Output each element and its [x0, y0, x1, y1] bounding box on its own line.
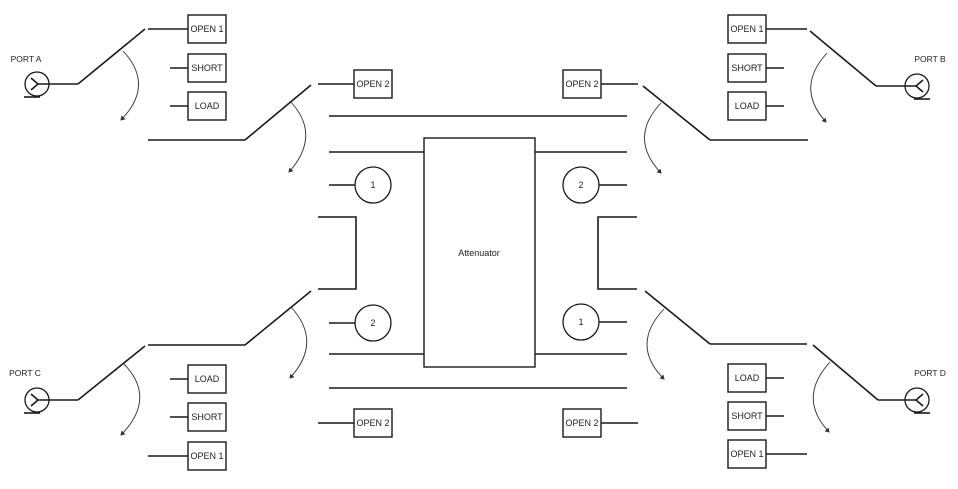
port-d-label: PORT D	[914, 368, 946, 378]
bottom-left-inner-arc-icon	[289, 306, 308, 379]
top-left-load-box[interactable]	[187, 91, 227, 121]
right-bracket	[597, 216, 637, 290]
node-left-top[interactable]: 1	[329, 166, 392, 204]
top-right-inner-switch: OPEN 2	[562, 69, 808, 174]
bottom-right-open2-label: OPEN 2	[565, 418, 598, 428]
port-b-label: PORT B	[914, 54, 946, 64]
port-c-group: PORT C	[9, 345, 146, 436]
port-d-switch-blade[interactable]	[812, 344, 879, 401]
center-lines	[318, 115, 637, 389]
port-a-switch-arc-icon	[120, 50, 139, 121]
svg-text:1: 1	[370, 180, 375, 190]
bottom-left-short-label: SHORT	[191, 412, 223, 422]
top-left-inner-switch-blade[interactable]	[244, 84, 312, 141]
svg-text:2: 2	[578, 180, 583, 190]
port-d-switch-arc-icon	[812, 361, 831, 433]
bottom-right-inner-switch-blade[interactable]	[644, 290, 711, 345]
bottom-right-terminations: LOAD SHORT OPEN 1	[727, 363, 807, 469]
port-c-switch-blade[interactable]	[77, 345, 146, 401]
bottom-left-open2-label: OPEN 2	[356, 418, 389, 428]
bottom-left-open1-label: OPEN 1	[190, 451, 223, 461]
svg-text:2: 2	[370, 318, 375, 328]
bottom-right-inner-switch: OPEN 2	[562, 290, 807, 438]
top-right-open1-label: OPEN 1	[730, 24, 763, 34]
node-left-bottom[interactable]: 2	[329, 304, 392, 342]
top-left-terminations: OPEN 1 SHORT LOAD	[148, 14, 227, 121]
top-right-inner-switch-blade[interactable]	[642, 85, 711, 141]
left-bracket	[318, 216, 357, 290]
attenuator-block[interactable]: Attenuator	[423, 137, 536, 368]
bottom-left-inner-switch-blade[interactable]	[244, 290, 312, 346]
port-c-label: PORT C	[9, 368, 41, 378]
bottom-right-load-label: LOAD	[735, 373, 760, 383]
top-right-open2-box[interactable]	[562, 69, 602, 99]
port-a-switch-blade[interactable]	[77, 28, 146, 85]
svg-text:1: 1	[578, 317, 583, 327]
top-left-open1-label: OPEN 1	[190, 24, 223, 34]
top-left-inner-switch: OPEN 2	[148, 69, 393, 173]
port-b-switch-arc-icon	[810, 52, 828, 123]
port-b-group: PORT B	[809, 30, 946, 123]
bottom-left-short-box[interactable]	[187, 402, 227, 432]
top-right-terminations: OPEN 1 SHORT LOAD	[727, 14, 807, 121]
bottom-right-short-label: SHORT	[731, 411, 763, 421]
top-right-short-label: SHORT	[731, 63, 763, 73]
top-left-open2-label: OPEN 2	[356, 79, 389, 89]
top-left-inner-arc-icon	[288, 100, 307, 173]
node-right-top[interactable]: 2	[562, 166, 627, 204]
port-a-label: PORT A	[11, 54, 42, 64]
port-a-group: PORT A	[11, 28, 146, 121]
top-left-short-label: SHORT	[191, 63, 223, 73]
bottom-left-inner-switch: OPEN 2	[148, 290, 393, 438]
top-left-open1-box[interactable]	[187, 14, 227, 44]
bottom-right-load-box[interactable]	[727, 363, 767, 393]
bottom-left-open1-box[interactable]	[187, 441, 227, 471]
top-right-load-label: LOAD	[735, 101, 760, 111]
bottom-left-terminations: LOAD SHORT OPEN 1	[148, 364, 227, 471]
top-right-load-box[interactable]	[727, 91, 767, 121]
attenuator-label: Attenuator	[458, 248, 500, 258]
bottom-right-open1-label: OPEN 1	[730, 449, 763, 459]
top-left-open2-box[interactable]	[353, 69, 393, 99]
top-left-short-box[interactable]	[187, 53, 227, 83]
bottom-right-inner-arc-icon	[646, 308, 665, 380]
top-right-open2-label: OPEN 2	[565, 79, 598, 89]
bottom-left-load-box[interactable]	[187, 364, 227, 394]
top-left-load-label: LOAD	[195, 101, 220, 111]
bottom-left-open2-box[interactable]	[353, 408, 393, 438]
node-right-bottom[interactable]: 1	[562, 303, 627, 341]
port-c-switch-arc-icon	[120, 363, 141, 436]
port-b-switch-blade[interactable]	[809, 30, 877, 87]
port-d-group: PORT D	[812, 344, 946, 433]
top-right-inner-arc-icon	[644, 102, 662, 174]
bottom-left-load-label: LOAD	[195, 374, 220, 384]
